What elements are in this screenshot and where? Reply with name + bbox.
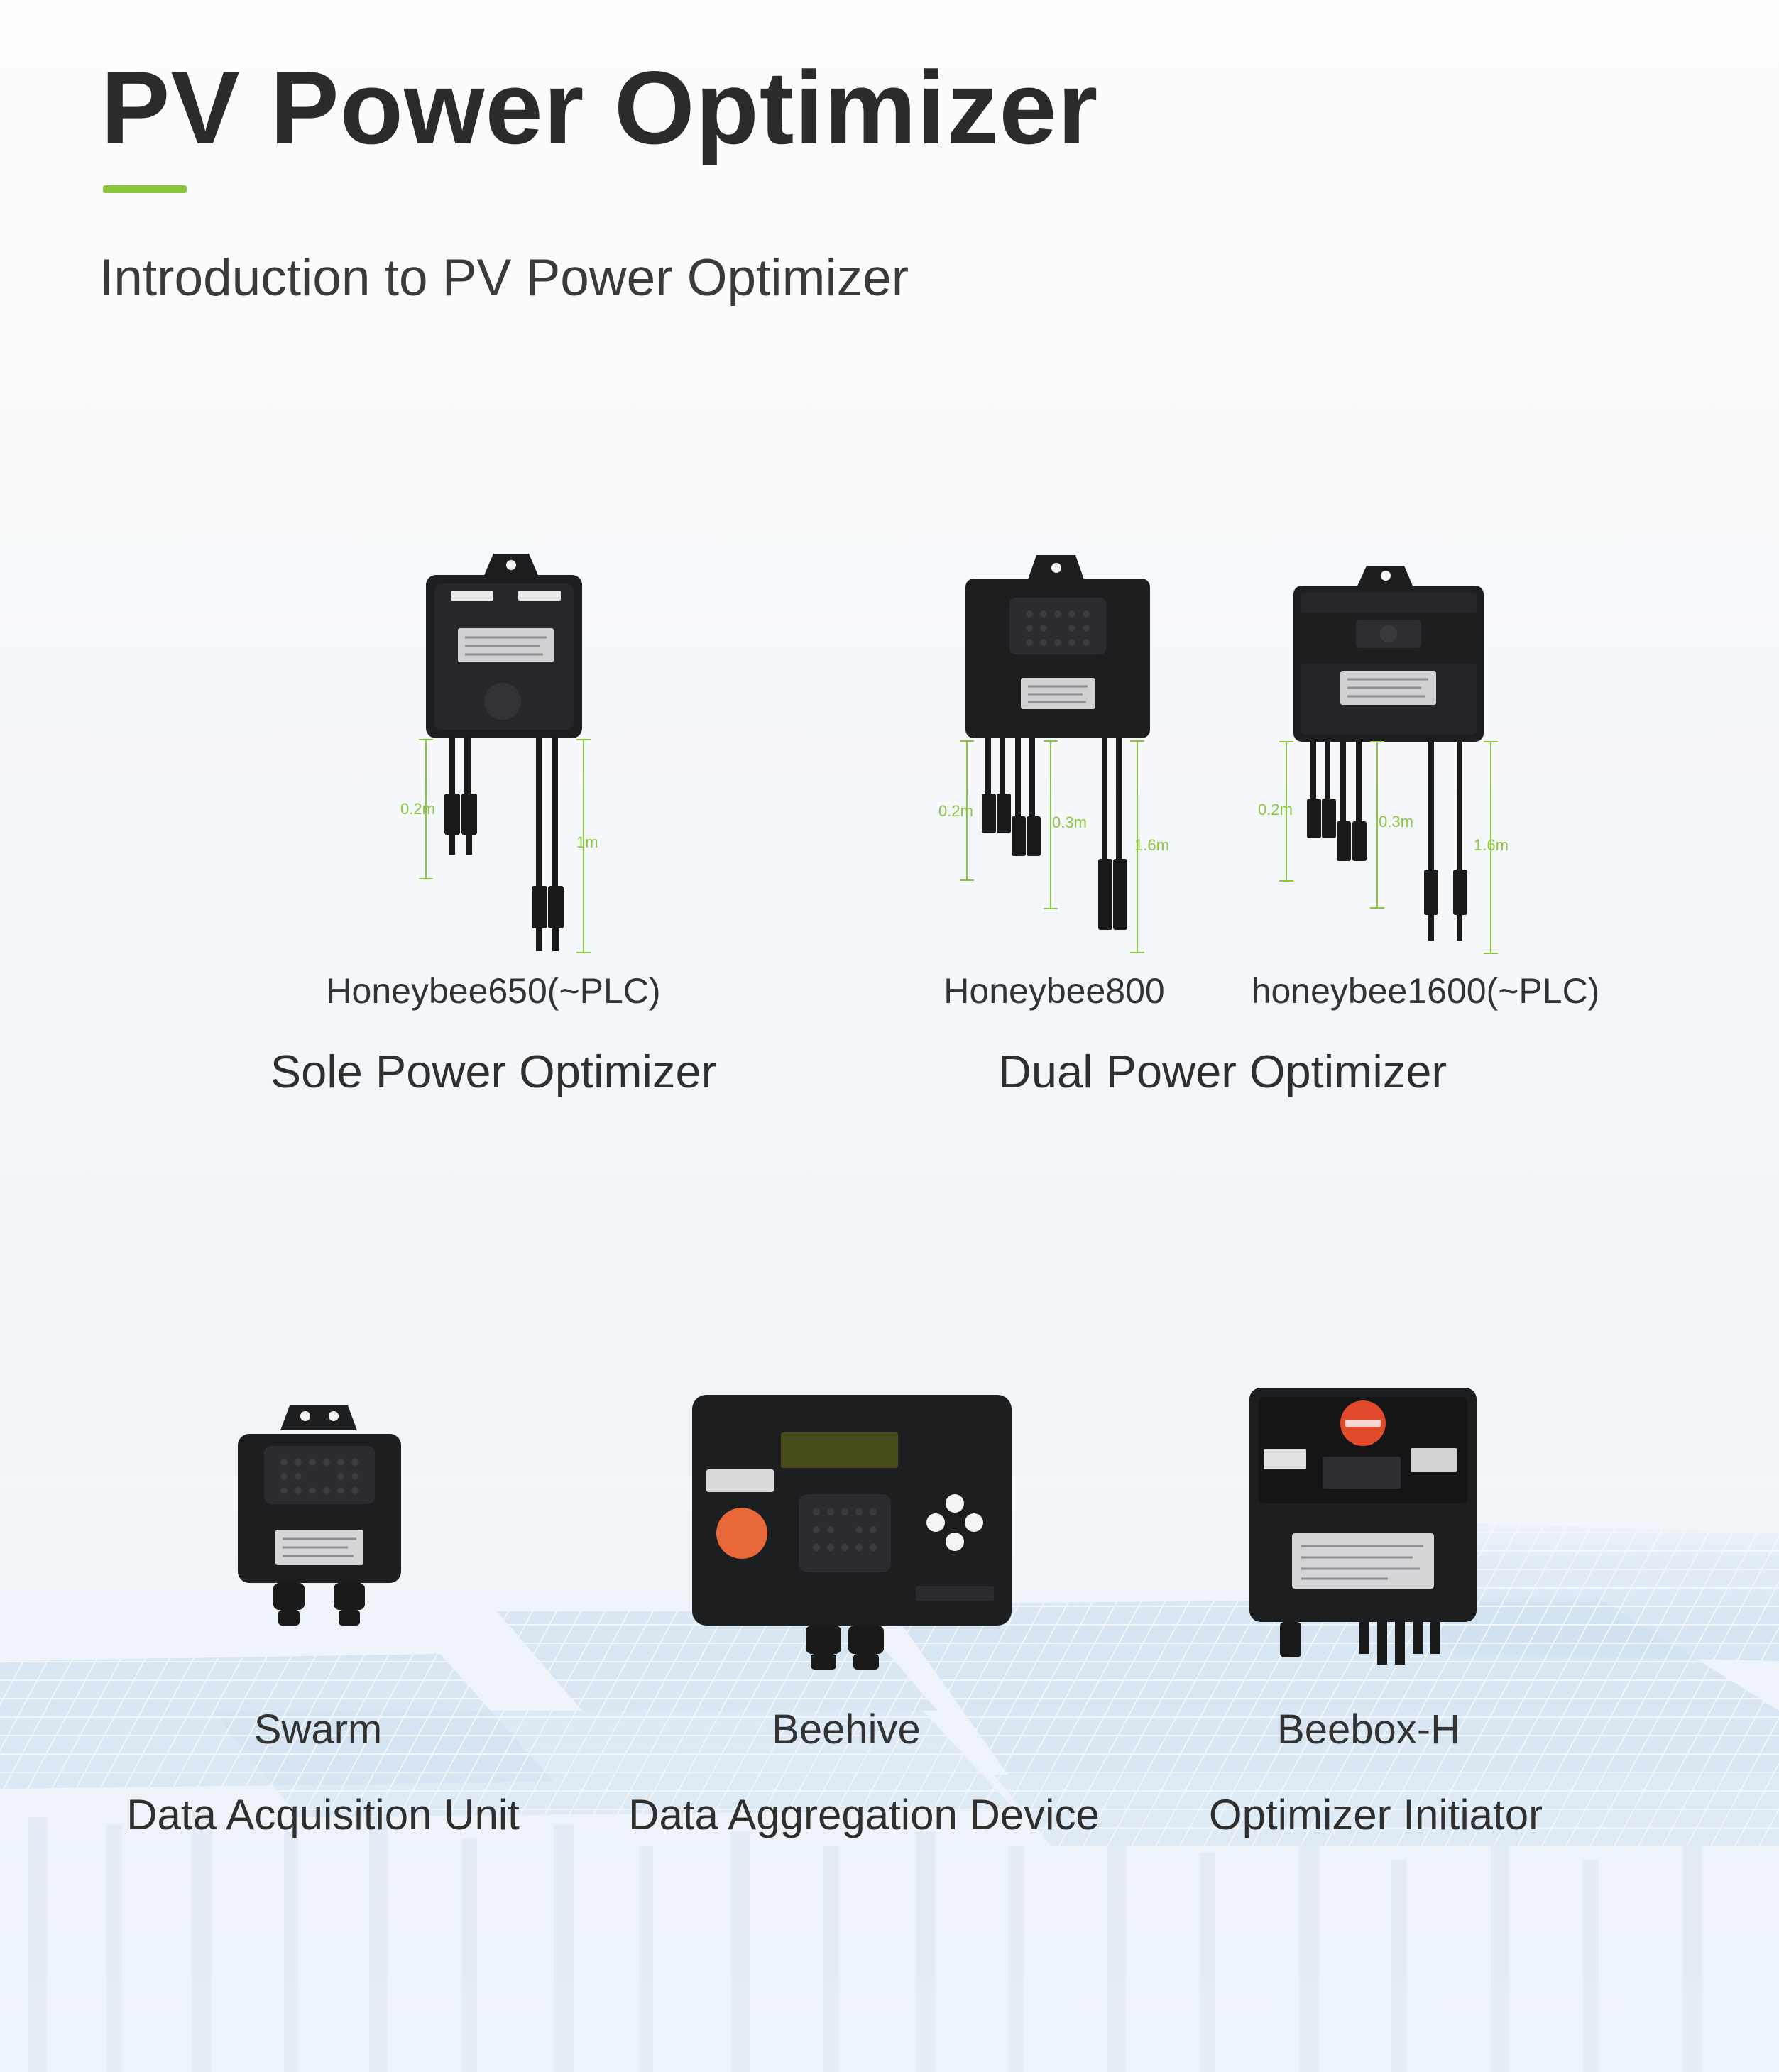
honeybee650-cable-long-label: 1m bbox=[576, 833, 598, 851]
honeybee800-cable-short-label: 0.2m bbox=[938, 802, 973, 820]
category-dual-power-optimizer: Dual Power Optimizer bbox=[997, 1046, 1447, 1097]
beehive-lcd bbox=[781, 1432, 898, 1468]
beehive-orange-button bbox=[716, 1508, 767, 1559]
model-label-honeybee800: Honeybee800 bbox=[943, 971, 1165, 1011]
honeybee1600-image: 0.2m 0.3m 1.6m bbox=[1257, 557, 1519, 962]
honeybee650-cable-short-label: 0.2m bbox=[400, 800, 435, 818]
category-data-acquisition-unit: Data Acquisition Unit bbox=[126, 1791, 520, 1838]
honeybee1600-cable-long-label: 1.6m bbox=[1474, 836, 1509, 854]
honeybee1600-cable-mid-label: 0.3m bbox=[1379, 813, 1413, 831]
title-underline bbox=[103, 185, 187, 193]
beebox-h-image bbox=[1246, 1384, 1480, 1668]
honeybee650-image: 0.2m 1m bbox=[390, 547, 632, 958]
model-label-beehive: Beehive bbox=[772, 1706, 921, 1753]
category-sole-power-optimizer: Sole Power Optimizer bbox=[270, 1046, 717, 1097]
honeybee800-image: 0.2m 0.3m 1.6m bbox=[930, 547, 1193, 958]
honeybee1600-cable-short-label: 0.2m bbox=[1258, 801, 1293, 818]
model-label-honeybee650: Honeybee650(~PLC) bbox=[326, 971, 661, 1011]
page-subtitle: Introduction to PV Power Optimizer bbox=[99, 249, 909, 307]
honeybee800-cable-mid-label: 0.3m bbox=[1052, 813, 1087, 831]
model-label-swarm: Swarm bbox=[253, 1706, 383, 1753]
beehive-keypad bbox=[926, 1494, 983, 1551]
beehive-image bbox=[689, 1391, 1015, 1675]
page-title: PV Power Optimizer bbox=[101, 50, 1099, 165]
swarm-image bbox=[234, 1402, 405, 1636]
honeybee800-cable-long-label: 1.6m bbox=[1134, 836, 1169, 854]
category-data-aggregation-device: Data Aggregation Device bbox=[628, 1791, 1100, 1838]
model-label-beebox-h: Beebox-H bbox=[1277, 1706, 1460, 1753]
category-optimizer-initiator: Optimizer Initiator bbox=[1208, 1791, 1543, 1838]
model-label-honeybee1600: honeybee1600(~PLC) bbox=[1251, 971, 1600, 1011]
